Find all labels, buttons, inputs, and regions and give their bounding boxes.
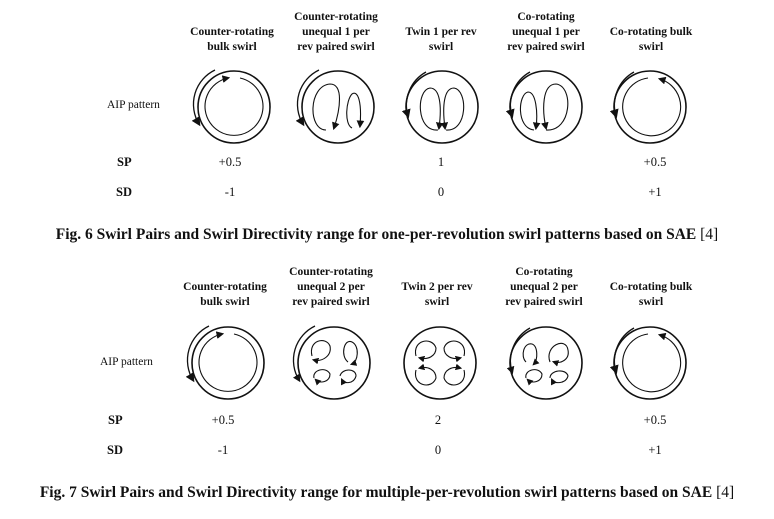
co-rotating-unequal-paired-diagram [505,70,583,144]
header-line: Counter-rotating [294,11,378,23]
header-line: Counter-rotating [289,266,373,278]
counter-rotating-unequal-2-paired-diagram [292,325,371,400]
header-twin: Twin 2 per rev swirl [382,280,492,310]
header-line: unequal 1 per [302,26,370,38]
sp-value: +0.5 [643,413,667,427]
header-line: swirl [638,41,664,53]
header-line: rev paired swirl [507,41,585,53]
caption-text: Fig. 6 Swirl Pairs and Swirl Directivity… [55,226,697,243]
caption-reference: [4] [700,226,719,243]
header-line: Co-rotating bulk [609,281,693,293]
counter-rotating-bulk-swirl-diagram [191,69,271,144]
header-line: rev paired swirl [292,296,370,308]
header-line: Co-rotating [517,11,575,23]
sp-value: +0.5 [211,413,235,427]
header-line: Co-rotating [515,266,573,278]
counter-rotating-unequal-paired-diagram [295,69,375,144]
header-counter-rotating-bulk: Counter-rotating bulk swirl [177,25,287,55]
header-twin: Twin 1 per rev swirl [386,25,496,55]
sp-label: SP [108,413,123,427]
header-line: Twin 2 per rev [401,281,473,293]
header-line: rev paired swirl [505,296,583,308]
caption-reference: [4] [716,484,735,501]
header-line: bulk swirl [200,296,250,308]
sd-label: SD [116,185,132,199]
twin-2-per-rev-swirl-diagram [403,326,477,400]
sp-value: +0.5 [218,155,242,169]
header-co-rotating-bulk: Co-rotating bulk swirl [596,25,706,55]
caption-text: Fig. 7 Swirl Pairs and Swirl Directivity… [39,484,713,501]
sd-value: 0 [434,443,442,457]
co-rotating-bulk-swirl-diagram [609,70,687,144]
header-co-rotating-unequal: Co-rotating unequal 1 per rev paired swi… [491,10,601,55]
header-line: Counter-rotating [183,281,267,293]
counter-rotating-bulk-swirl-diagram [185,325,265,400]
figure-6: Counter-rotating bulk swirl Counter-rota… [0,0,774,255]
sd-value: 0 [437,185,445,199]
aip-pattern-label: AIP pattern [107,99,160,111]
header-counter-rotating-unequal: Counter-rotating unequal 1 per rev paire… [281,10,391,55]
header-line: swirl [428,41,454,53]
sd-value: -1 [217,443,229,457]
header-line: Counter-rotating [190,26,274,38]
figure-7-caption: Fig. 7 Swirl Pairs and Swirl Directivity… [0,484,774,502]
header-line: bulk swirl [207,41,257,53]
sp-value: 2 [434,413,442,427]
twin-1-per-rev-swirl-diagram [401,70,479,144]
sp-label: SP [117,155,132,169]
header-line: Co-rotating bulk [609,26,693,38]
sd-label: SD [107,443,123,457]
header-co-rotating-bulk: Co-rotating bulk swirl [596,280,706,310]
sd-value: -1 [224,185,236,199]
sp-value: 1 [437,155,445,169]
header-line: rev paired swirl [297,41,375,53]
header-line: unequal 2 per [510,281,578,293]
figure-6-caption: Fig. 6 Swirl Pairs and Swirl Directivity… [0,226,774,244]
header-line: unequal 2 per [297,281,365,293]
header-co-rotating-unequal: Co-rotating unequal 2 per rev paired swi… [489,265,599,310]
header-line: swirl [638,296,664,308]
header-counter-rotating-unequal: Counter-rotating unequal 2 per rev paire… [276,265,386,310]
header-line: unequal 1 per [512,26,580,38]
header-counter-rotating-bulk: Counter-rotating bulk swirl [170,280,280,310]
header-line: swirl [424,296,450,308]
sd-value: +1 [648,443,662,457]
aip-pattern-label: AIP pattern [100,356,153,368]
sp-value: +0.5 [643,155,667,169]
co-rotating-bulk-swirl-diagram [609,326,687,400]
header-line: Twin 1 per rev [405,26,477,38]
figure-7: Counter-rotating bulk swirl Counter-rota… [0,258,774,519]
co-rotating-unequal-2-paired-diagram [506,326,583,400]
sd-value: +1 [648,185,662,199]
